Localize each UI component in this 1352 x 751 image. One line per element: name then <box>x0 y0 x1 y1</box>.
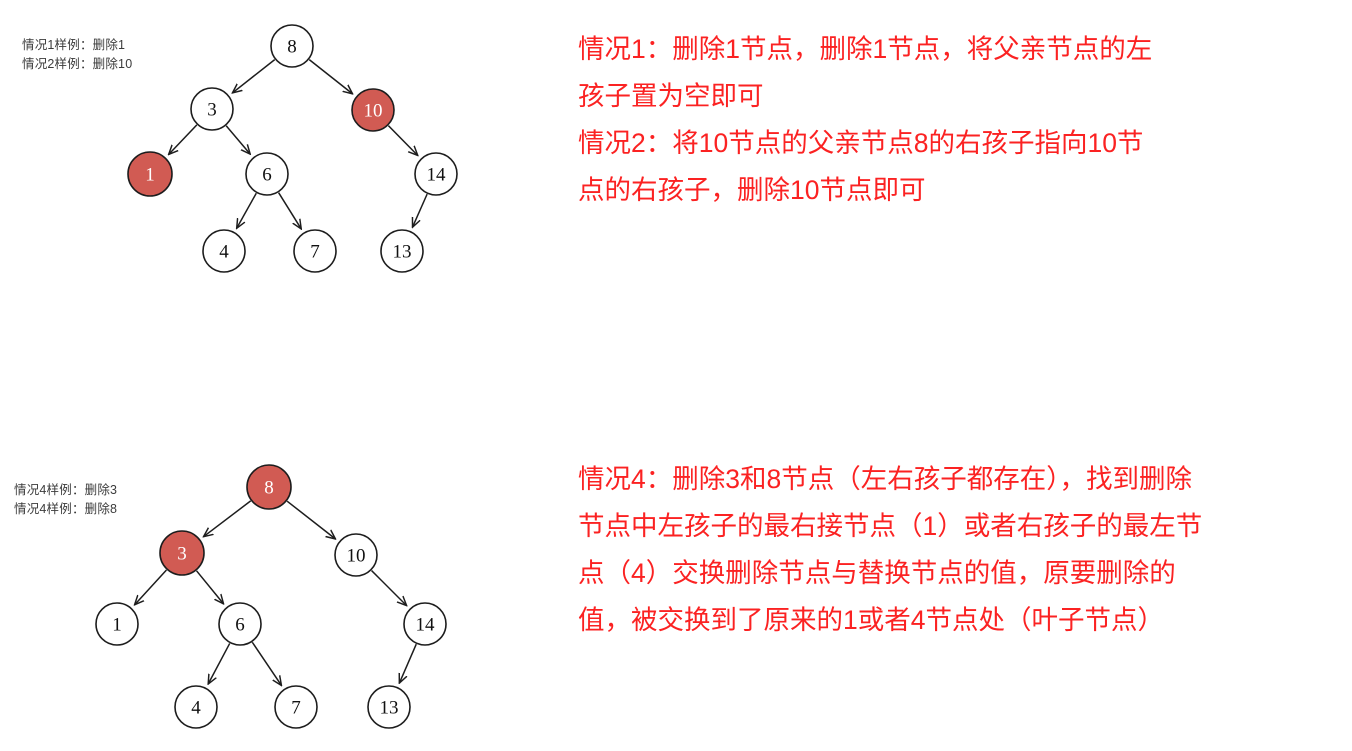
tree-edge <box>135 569 168 605</box>
tree-edge <box>286 500 335 539</box>
node-label: 1 <box>112 615 122 636</box>
node-circle <box>202 229 246 273</box>
node-label: 8 <box>287 37 297 58</box>
tree-node-8: 8 <box>270 24 314 68</box>
tree-node-6: 6 <box>245 152 289 196</box>
tree-edge <box>413 193 428 227</box>
annotation-line: 值，被交换到了原来的1或者4节点处（叶子节点） <box>578 605 1164 635</box>
annotation-line: 孩子置为空即可 <box>578 81 764 111</box>
node-circle <box>246 464 292 510</box>
tree-node-13: 13 <box>380 229 424 273</box>
annotation-case-1-2: 情况1：删除1节点，删除1节点，将父亲节点的左 孩子置为空即可 情况2：将10节… <box>578 26 1298 214</box>
tree-edge <box>399 643 417 683</box>
node-circle <box>174 685 218 729</box>
node-label: 14 <box>427 165 447 186</box>
node-circle <box>127 151 173 197</box>
node-circle <box>95 602 139 646</box>
tree-node-14: 14 <box>414 152 458 196</box>
tree-edge <box>232 59 276 93</box>
tree-node-6: 6 <box>218 602 262 646</box>
tree-edge <box>251 641 281 685</box>
node-label: 13 <box>393 242 412 263</box>
tree-diagram-case-4: 8 3 10 1 6 14 4 7 13 <box>95 464 447 729</box>
node-circle <box>159 530 205 576</box>
tree-node-1: 1 <box>95 602 139 646</box>
caption-line: 情况2样例：删除10 <box>22 57 133 71</box>
node-circle <box>380 229 424 273</box>
node-circle <box>274 685 318 729</box>
annotation-line: 点（4）交换删除节点与替换节点的值，原要删除的 <box>578 558 1176 588</box>
annotation-case-4: 情况4：删除3和8节点（左右孩子都存在），找到删除 节点中左孩子的最右接节点（1… <box>578 456 1298 644</box>
tree-edge <box>225 125 250 154</box>
annotation-line: 情况2：将10节点的父亲节点8的右孩子指向10节 <box>578 128 1144 158</box>
node-label: 7 <box>291 698 301 719</box>
caption-line: 情况1样例：删除1 <box>22 38 126 52</box>
tree-diagram-case-1-2: 8 3 10 1 6 14 4 7 13 <box>127 24 458 273</box>
tree-node-7: 7 <box>274 685 318 729</box>
tree-node-13: 13 <box>367 685 411 729</box>
tree-edge <box>195 570 224 604</box>
node-label: 13 <box>380 698 399 719</box>
tree-edge <box>204 500 252 537</box>
node-circle <box>190 87 234 131</box>
tree-edge <box>208 643 231 684</box>
tree-edge <box>278 192 302 229</box>
caption-case-1-2: 情况1样例：删除1 情况2样例：删除10 <box>22 36 132 74</box>
tree-node-1: 1 <box>127 151 173 197</box>
node-circle <box>367 685 411 729</box>
node-label: 6 <box>235 615 245 636</box>
node-label: 8 <box>264 478 274 499</box>
tree-node-8: 8 <box>246 464 292 510</box>
node-label: 3 <box>177 544 187 565</box>
caption-case-4: 情况4样例：删除3 情况4样例：删除8 <box>14 481 117 519</box>
tree-node-3: 3 <box>159 530 205 576</box>
node-label: 10 <box>347 546 366 567</box>
annotation-line: 节点中左孩子的最右接节点（1）或者右孩子的最左节 <box>578 511 1203 541</box>
tree-node-7: 7 <box>293 229 337 273</box>
tree-edge <box>387 125 417 156</box>
node-circle <box>245 152 289 196</box>
node-label: 4 <box>219 242 229 263</box>
annotation-line: 点的右孩子，删除10节点即可 <box>578 175 926 205</box>
tree-node-3: 3 <box>190 87 234 131</box>
node-label: 14 <box>416 615 436 636</box>
tree-edge <box>308 59 352 94</box>
caption-line: 情况4样例：删除3 <box>14 483 118 497</box>
node-label: 3 <box>207 100 217 121</box>
node-label: 4 <box>191 698 201 719</box>
node-circle <box>414 152 458 196</box>
node-circle <box>403 602 447 646</box>
tree-edge <box>237 192 257 228</box>
node-label: 1 <box>145 165 155 186</box>
node-label: 7 <box>310 242 320 263</box>
node-label: 10 <box>364 101 383 122</box>
tree-edge <box>169 124 198 155</box>
annotation-line: 情况4：删除3和8节点（左右孩子都存在），找到删除 <box>578 464 1192 494</box>
node-circle <box>334 533 378 577</box>
caption-line: 情况4样例：删除8 <box>14 502 118 516</box>
tree-node-10: 10 <box>351 88 395 132</box>
node-circle <box>351 88 395 132</box>
node-circle <box>218 602 262 646</box>
tree-edges <box>169 59 428 229</box>
annotation-line: 情况1：删除1节点，删除1节点，将父亲节点的左 <box>578 34 1153 64</box>
tree-edges <box>135 500 417 686</box>
node-circle <box>270 24 314 68</box>
tree-node-10: 10 <box>334 533 378 577</box>
tree-node-4: 4 <box>174 685 218 729</box>
node-label: 6 <box>262 165 272 186</box>
tree-node-14: 14 <box>403 602 447 646</box>
tree-edge <box>371 570 407 606</box>
node-circle <box>293 229 337 273</box>
tree-node-4: 4 <box>202 229 246 273</box>
